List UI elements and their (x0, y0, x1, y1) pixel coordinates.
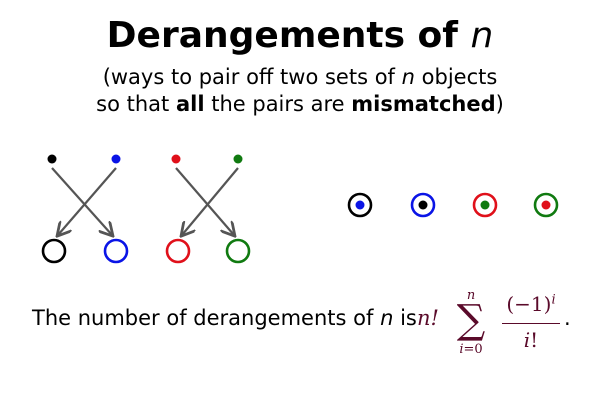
fraction: (−1)i i! (500, 292, 562, 362)
source-dot-black (47, 154, 57, 164)
pair-dot-red (541, 200, 551, 210)
subtitle-text: ) (495, 92, 504, 116)
fraction-numerator: (−1)i (500, 292, 562, 316)
title-variable: n (470, 15, 494, 56)
target-ring-green (225, 238, 251, 264)
numerator-base: (−1) (506, 292, 552, 316)
target-rings (41, 238, 251, 264)
arrow-blue-to-black (58, 167, 117, 235)
target-ring-blue (103, 238, 129, 264)
formula-lead: The number of derangements of n is (32, 306, 417, 330)
subtitle-text: (ways to pair off two sets of (102, 65, 395, 89)
formula-period: . (564, 306, 571, 330)
formula-factorial: n! (417, 306, 439, 330)
source-dot-green (233, 154, 243, 164)
subtitle-text: so that (96, 92, 170, 116)
formula-text: The number of derangements of (32, 306, 374, 330)
title-text: Derangements of (106, 15, 458, 56)
subtitle-line-2: so that all the pairs are mismatched) (0, 91, 600, 118)
page-title: Derangements of n (0, 14, 600, 58)
pair-dot-black (418, 200, 428, 210)
derangement-formula: The number of derangements of n is n! n … (32, 288, 592, 368)
subtitle-emphasis-mismatched: mismatched (351, 92, 496, 116)
arrow-green-to-red (182, 167, 239, 235)
subtitle-variable: n (401, 65, 415, 89)
subtitle-line-1: (ways to pair off two sets of n objects (0, 64, 600, 91)
subtitle-text: objects (421, 65, 498, 89)
fraction-bar (502, 323, 560, 324)
mapping-arrows (51, 167, 239, 235)
subtitle-emphasis-all: all (175, 92, 205, 116)
mismatched-pairs (347, 192, 559, 218)
sum-lower-limit: i=0 (446, 342, 496, 357)
source-dot-red (171, 154, 181, 164)
factorial-term: n! (417, 306, 439, 330)
pair-dot-blue (355, 200, 365, 210)
subtitle-text: the pairs are (211, 92, 345, 116)
sum-start: =0 (463, 342, 483, 357)
source-dot-blue (111, 154, 121, 164)
formula-text: is (400, 306, 417, 330)
numerator-exponent: i (551, 292, 556, 308)
summation: n ∑ i=0 (446, 288, 496, 368)
target-ring-black (41, 238, 67, 264)
sigma-symbol: ∑ (456, 297, 486, 343)
fraction-denominator: i! (500, 328, 562, 352)
source-dots (47, 154, 243, 164)
arrow-black-to-blue (51, 167, 112, 235)
sum-index: i (459, 342, 464, 357)
denominator-factorial: ! (530, 328, 539, 352)
subtitle: (ways to pair off two sets of n objects … (0, 64, 600, 118)
arrow-red-to-green (175, 167, 234, 235)
denominator-var: i (523, 328, 531, 352)
target-ring-red (165, 238, 191, 264)
pair-dot-green (480, 200, 490, 210)
sum-upper-limit: n (466, 288, 476, 303)
formula-variable: n (380, 306, 394, 330)
